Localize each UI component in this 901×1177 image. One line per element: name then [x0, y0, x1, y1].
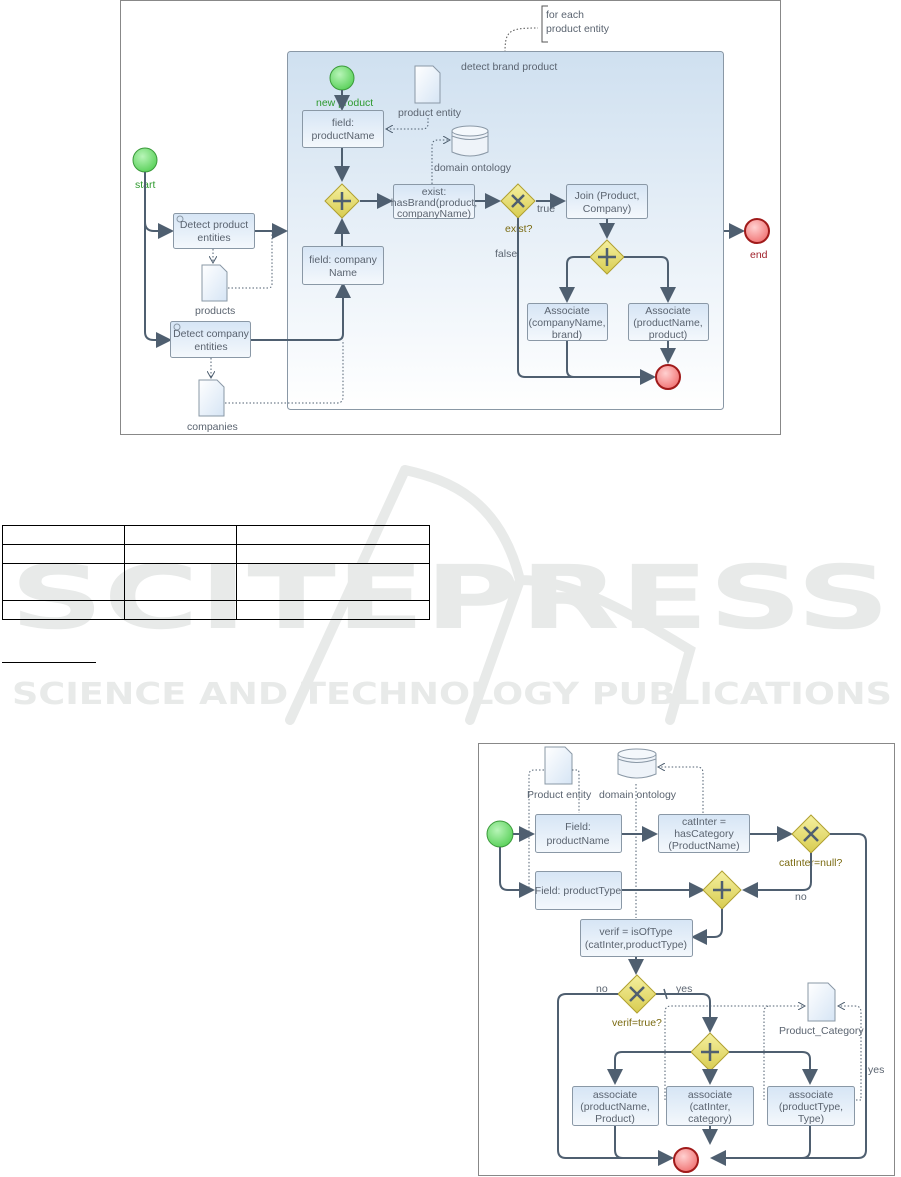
parallel-gateway-join[interactable]	[324, 183, 360, 219]
svg-text:field: company: field: company	[309, 254, 377, 266]
svg-text:entities: entities	[194, 341, 227, 353]
watermark-subtitle: SCIENCE AND TECHNOLOGY PUBLICATIONS	[12, 677, 892, 712]
svg-text:hasBrand(product,: hasBrand(product,	[391, 197, 477, 209]
table-row	[2, 525, 430, 545]
figure-1-detect-brand: for each product entity detect brand pro…	[120, 0, 781, 435]
svg-text:Associate: Associate	[645, 305, 691, 317]
flow-false-label: false	[495, 248, 517, 260]
annotation-line-1: for each	[546, 9, 584, 21]
domain-ontology-label: domain ontology	[434, 162, 512, 174]
svg-text:brand): brand)	[552, 329, 582, 341]
task-detect-company-entities[interactable]: Detect company entities	[170, 321, 251, 358]
task-detect-product-entities[interactable]: Detect product entities	[173, 213, 255, 249]
end-label: end	[750, 249, 768, 261]
start-event[interactable]	[132, 147, 158, 173]
gear-icon	[176, 215, 184, 223]
annotation-bracket	[541, 5, 548, 43]
svg-text:(companyName,: (companyName,	[528, 317, 605, 329]
svg-text:Associate: Associate	[544, 305, 590, 317]
products-label: products	[195, 305, 235, 317]
svg-text:field:: field:	[332, 117, 354, 129]
data-table	[2, 525, 430, 620]
parallel-gateway-split[interactable]	[589, 239, 625, 275]
data-store-domain-ontology[interactable]	[451, 125, 489, 157]
plus-icon	[598, 248, 616, 266]
svg-text:entities: entities	[197, 232, 230, 244]
svg-text:product): product)	[649, 329, 688, 341]
subprocess-title: detect brand product	[461, 61, 557, 73]
svg-text:Join (Product,: Join (Product,	[575, 190, 640, 202]
x-icon	[511, 194, 525, 208]
data-object-companies[interactable]	[198, 379, 225, 417]
task-associate-product[interactable]: Associate (productName, product)	[628, 303, 709, 342]
plus-icon	[333, 192, 351, 210]
footnote-rule	[2, 662, 96, 663]
new-product-label: new product	[316, 97, 373, 109]
end-event[interactable]	[744, 218, 770, 244]
svg-text:Name: Name	[329, 267, 357, 279]
table-row	[2, 600, 430, 620]
data-object-product-entity[interactable]	[414, 65, 441, 104]
product-entity-label: product entity	[398, 107, 462, 119]
new-product-start-event[interactable]	[329, 65, 355, 91]
task-join-product-company[interactable]: Join (Product, Company)	[566, 184, 648, 219]
table-row	[2, 563, 430, 601]
task-has-brand[interactable]: exist: hasBrand(product, companyName)	[391, 184, 477, 221]
svg-text:(productName,: (productName,	[633, 317, 702, 329]
svg-text:Company): Company)	[583, 203, 631, 215]
task-field-company-name[interactable]: field: company Name	[302, 246, 384, 285]
companies-label: companies	[187, 421, 238, 433]
svg-text:productName: productName	[311, 130, 374, 142]
flow-true-label: true	[537, 203, 555, 215]
task-field-product-name[interactable]: field: productName	[302, 110, 384, 148]
task-associate-company-brand[interactable]: Associate (companyName, brand)	[527, 303, 608, 342]
table-row	[2, 544, 430, 564]
svg-text:Detect product: Detect product	[180, 219, 248, 231]
data-object-products[interactable]	[201, 264, 228, 302]
svg-text:exist:: exist:	[422, 186, 447, 198]
annotation-line-2: product entity	[546, 23, 610, 35]
subprocess-end-event[interactable]	[655, 364, 681, 390]
svg-text:companyName): companyName)	[397, 208, 471, 220]
svg-text:Detect company: Detect company	[173, 328, 250, 340]
gear-icon	[173, 323, 181, 331]
